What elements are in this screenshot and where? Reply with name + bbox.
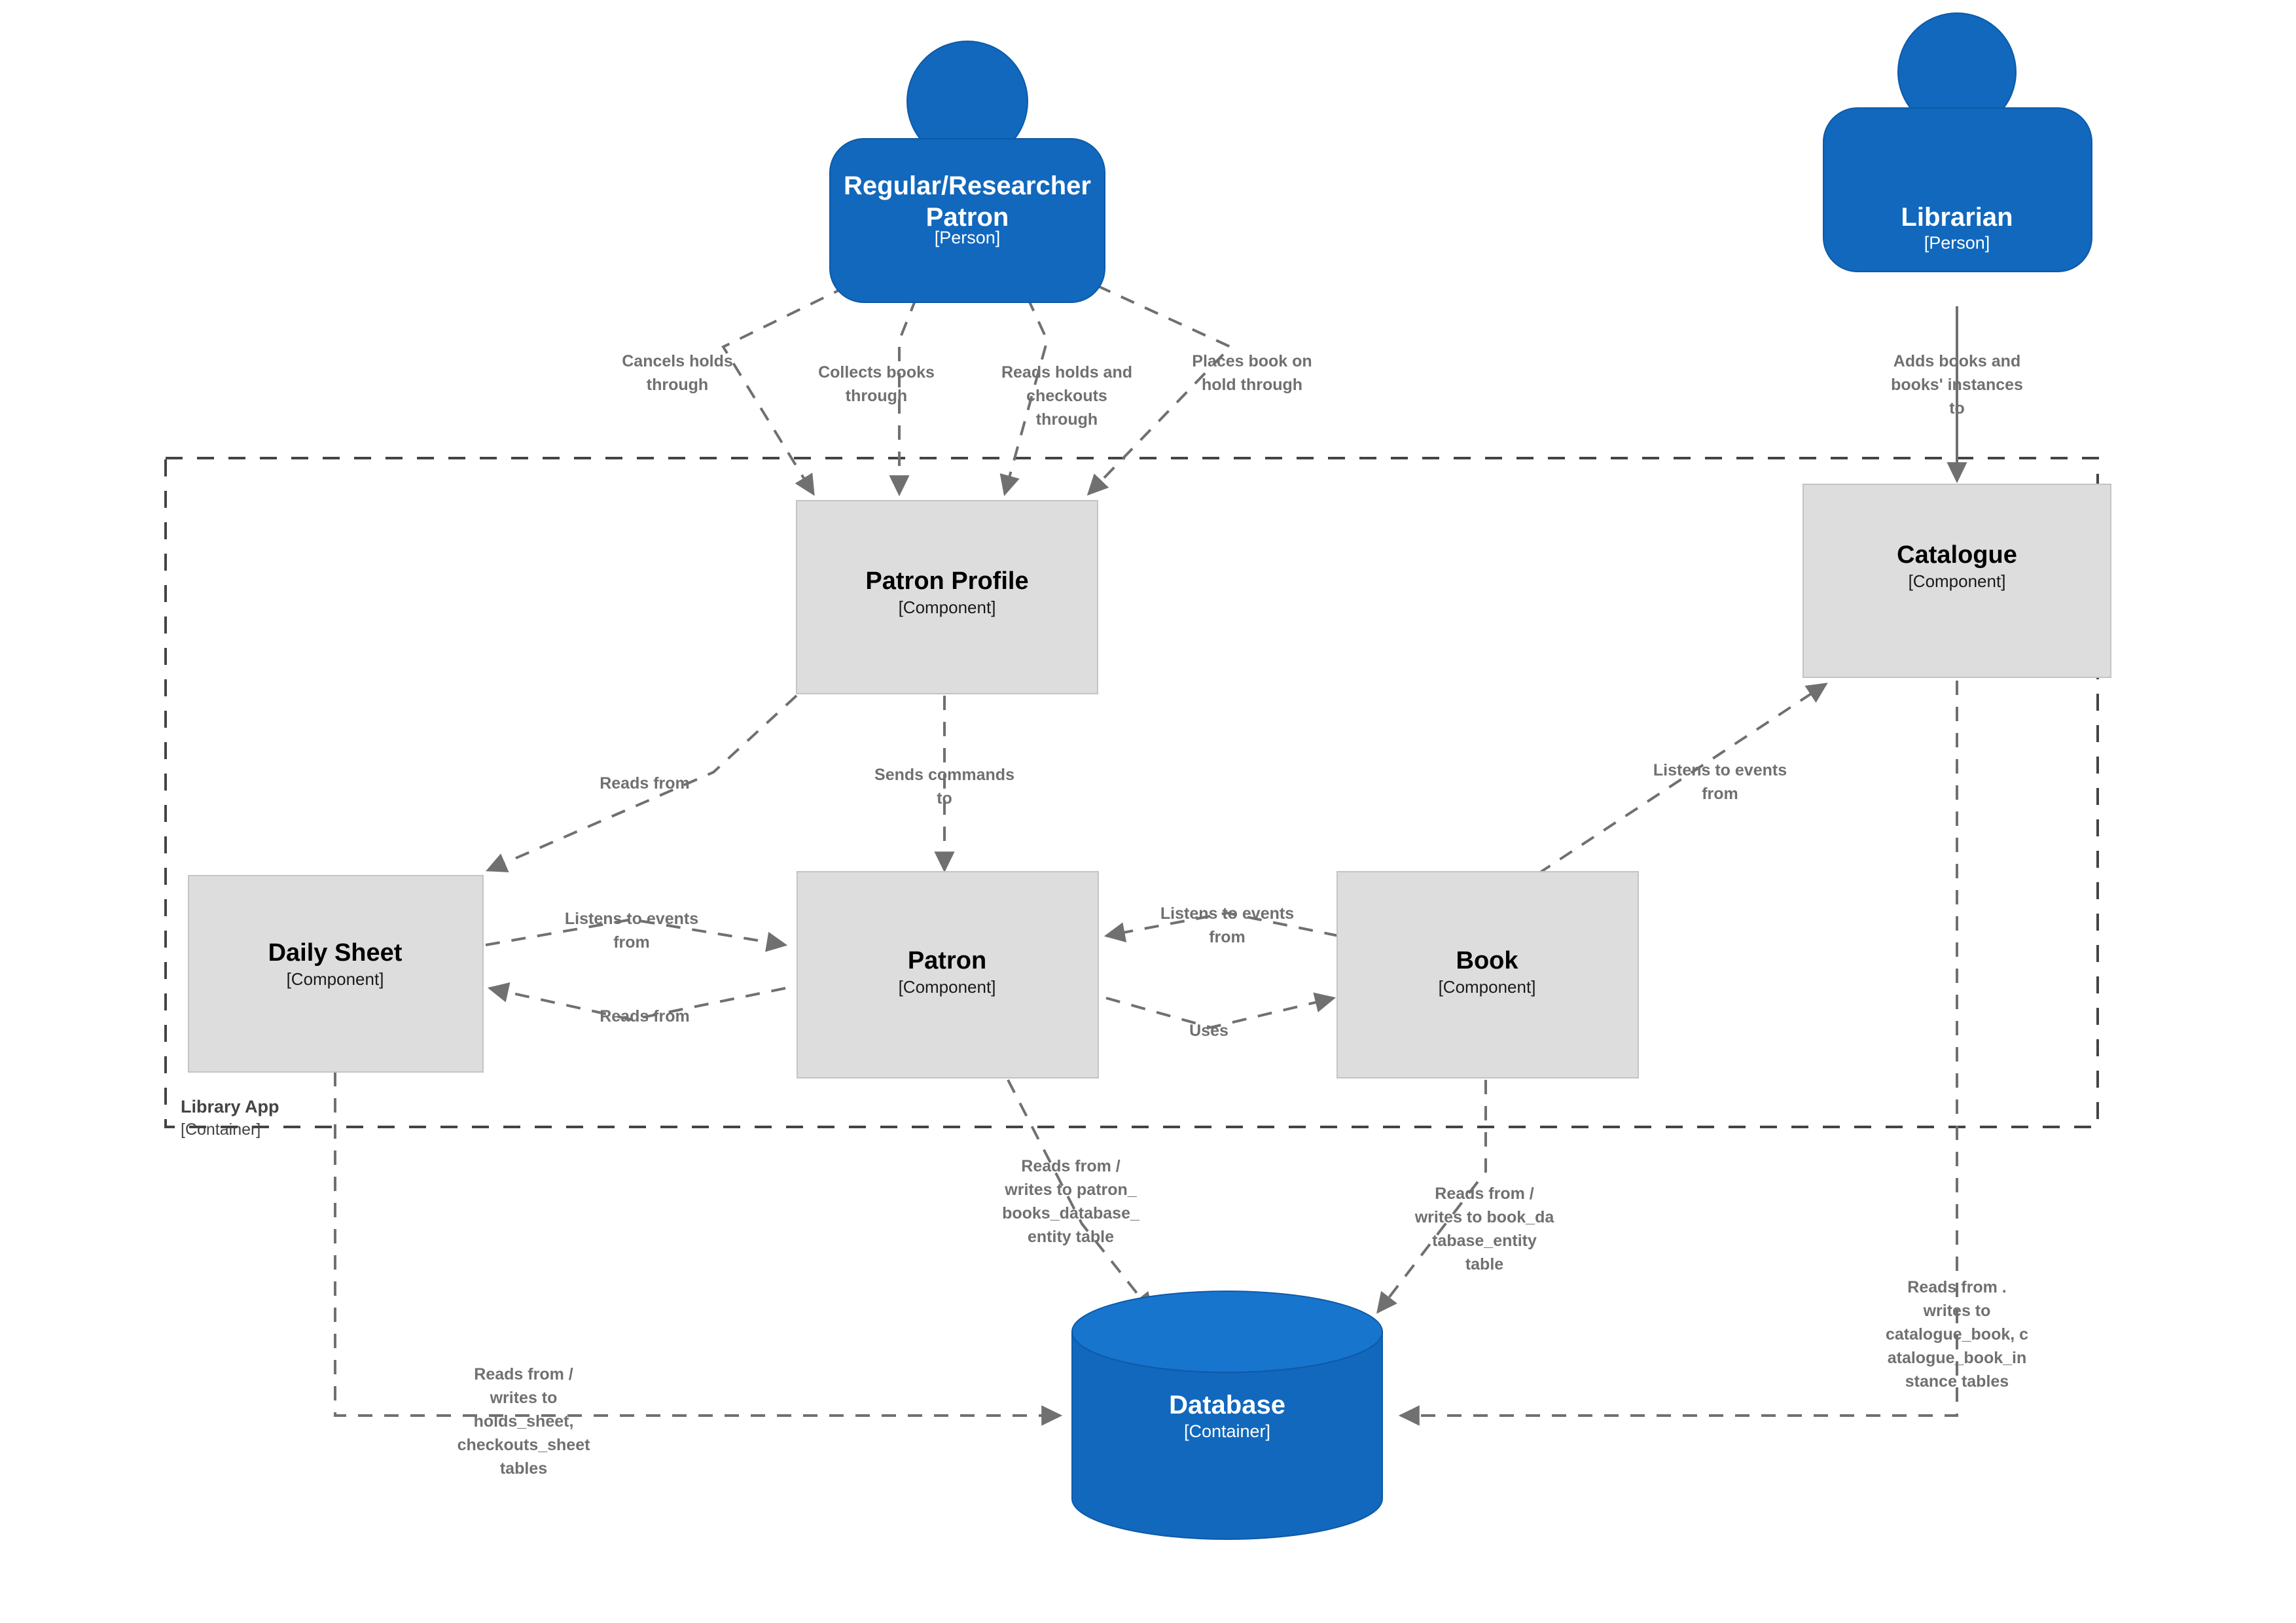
- rel-profile-sends-commands: Sends commands to: [874, 696, 1014, 873]
- librarian-type: [Person]: [1924, 233, 1990, 253]
- rel-sends-commands-label-l1: Sends commands: [874, 766, 1014, 784]
- rel-profile-reads-label: Reads from: [600, 774, 690, 793]
- rel-book-db-label-l4: table: [1465, 1255, 1503, 1274]
- patron-box: [797, 871, 1099, 1079]
- daily-sheet-name: Daily Sheet: [268, 939, 403, 967]
- rel-cancels-holds-label-l2: through: [647, 376, 708, 394]
- rel-places-book-label-l2: hold through: [1202, 376, 1302, 394]
- rel-patron-uses-book: Uses: [1105, 992, 1336, 1040]
- rel-adds-books-label-l1: Adds books and: [1893, 352, 2020, 370]
- patron-profile-box: [796, 500, 1098, 694]
- book-box: [1336, 871, 1639, 1079]
- database-cylinder-body: [1071, 1331, 1383, 1540]
- rel-ds-db-label-l1: Reads from /: [474, 1365, 573, 1383]
- rel-reads-holds-checkouts: Reads holds and checkouts through: [999, 297, 1132, 497]
- rel-cat-listens-label-l1: Listens to events: [1653, 761, 1787, 779]
- person-body-icon: [829, 138, 1105, 303]
- rel-patron-db-label-l3: books_database_: [1002, 1204, 1140, 1222]
- rel-collects-books-label-l1: Collects books: [818, 363, 935, 382]
- rel-patron-reads-daily-sheet: Reads from: [487, 982, 786, 1026]
- catalogue-box: [1803, 484, 2111, 678]
- rel-places-book-on-hold: Places book on hold through: [1073, 274, 1312, 496]
- catalogue-type: [Component]: [1909, 571, 2006, 591]
- rel-patron-db: Reads from / writes to patron_ books_dat…: [1002, 1079, 1153, 1314]
- component-patron[interactable]: Patron [Component]: [797, 871, 1099, 1079]
- rel-sends-commands-label-l2: to: [937, 789, 952, 808]
- rel-ds-db-label-l5: tables: [500, 1459, 547, 1478]
- rel-cat-db-label-l5: stance tables: [1905, 1372, 2009, 1391]
- catalogue-name: Catalogue: [1897, 541, 2017, 569]
- rel-cat-db-label-l2: writes to: [1923, 1302, 1991, 1320]
- rel-ds-listens-label-l1: Listens to events: [565, 910, 698, 928]
- library-app-boundary: Library App [Container]: [164, 457, 2099, 1139]
- rel-cat-listens-label-l2: from: [1702, 785, 1738, 803]
- rel-reads-holds-label-l2: checkouts: [1026, 387, 1107, 405]
- rel-daily-sheet-db: Reads from / writes to holds_sheet, chec…: [334, 1072, 1063, 1478]
- component-daily-sheet[interactable]: Daily Sheet [Component]: [188, 875, 484, 1073]
- book-name: Book: [1456, 947, 1519, 974]
- rel-patron-reads-label: Reads from: [600, 1007, 690, 1026]
- database-cylinder-top: [1071, 1291, 1383, 1373]
- rel-book-listens-label-l2: from: [1209, 928, 1246, 946]
- patron-profile-name: Patron Profile: [865, 567, 1028, 595]
- patron-type: [Component]: [899, 977, 996, 997]
- person-type: [Person]: [935, 228, 1001, 247]
- boundary-subtitle: [Container]: [181, 1120, 260, 1139]
- component-book[interactable]: Book [Component]: [1336, 871, 1639, 1079]
- rel-cancels-holds: Cancels holds through: [622, 274, 871, 496]
- database-type: [Container]: [1184, 1421, 1270, 1441]
- rel-book-listens-label-l1: Listens to events: [1160, 904, 1294, 923]
- rel-daily-sheet-listens-patron: Listens to events from: [485, 910, 788, 952]
- rel-ds-db-label-l2: writes to: [490, 1389, 558, 1407]
- book-type: [Component]: [1439, 977, 1536, 997]
- rel-catalogue-listens-book: Listens to events from: [1537, 683, 1828, 875]
- rel-adds-books-label-l2: books' instances: [1891, 376, 2023, 394]
- rel-patron-db-label-l1: Reads from /: [1021, 1157, 1120, 1175]
- person-librarian[interactable]: Librarian [Person]: [1823, 12, 2092, 272]
- rel-book-db-label-l2: writes to book_da: [1414, 1208, 1555, 1226]
- librarian-name: Librarian: [1901, 203, 2013, 232]
- person-name-line2: Patron: [926, 203, 1009, 232]
- rel-places-book-label-l1: Places book on: [1192, 352, 1312, 370]
- rel-adds-books: Adds books and books' instances to: [1891, 306, 2023, 484]
- rel-book-db-label-l3: tabase_entity: [1432, 1232, 1537, 1250]
- rel-patron-db-label-l4: entity table: [1028, 1228, 1114, 1246]
- person-regular-researcher-patron[interactable]: Regular/Researcher Patron [Person]: [829, 41, 1105, 303]
- rel-reads-holds-label-l1: Reads holds and: [1001, 363, 1132, 382]
- rel-cat-db-label-l3: catalogue_book, c: [1886, 1325, 2028, 1344]
- person-name-line1: Regular/Researcher: [844, 171, 1091, 200]
- rel-cat-db-label-l4: atalogue_book_in: [1888, 1349, 2027, 1367]
- librarian-body-icon: [1823, 107, 2092, 272]
- rel-ds-db-label-l4: checkouts_sheet: [457, 1436, 591, 1454]
- rel-adds-books-label-l3: to: [1949, 399, 1965, 418]
- component-patron-profile[interactable]: Patron Profile [Component]: [796, 500, 1098, 694]
- rel-book-db-label-l1: Reads from /: [1435, 1185, 1534, 1203]
- rel-collects-books: Collects books through: [818, 297, 935, 497]
- daily-sheet-box: [188, 875, 484, 1073]
- container-database[interactable]: Database [Container]: [1071, 1291, 1383, 1540]
- rel-patron-db-label-l2: writes to patron_: [1004, 1181, 1138, 1199]
- rel-cancels-holds-label-l1: Cancels holds: [622, 352, 733, 370]
- rel-reads-holds-label-l3: through: [1036, 410, 1098, 429]
- component-catalogue[interactable]: Catalogue [Component]: [1803, 484, 2111, 678]
- patron-profile-type: [Component]: [899, 597, 996, 617]
- patron-name: Patron: [908, 947, 986, 974]
- boundary-title: Library App: [181, 1097, 279, 1116]
- rel-ds-listens-label-l2: from: [613, 933, 650, 952]
- rel-book-listens-patron: Listens to events from: [1103, 904, 1339, 946]
- rel-ds-db-label-l3: holds_sheet,: [474, 1412, 574, 1431]
- daily-sheet-type: [Component]: [287, 969, 384, 989]
- rel-collects-books-label-l2: through: [846, 387, 907, 405]
- rel-uses-label: Uses: [1189, 1022, 1229, 1040]
- rel-catalogue-db: Reads from . writes to catalogue_book, c…: [1398, 681, 2028, 1426]
- database-name: Database: [1169, 1391, 1285, 1419]
- rel-cat-db-label-l1: Reads from .: [1907, 1278, 2006, 1296]
- rel-profile-reads-daily-sheet: Reads from: [486, 694, 798, 872]
- rel-book-db: Reads from / writes to book_da tabase_en…: [1376, 1080, 1555, 1314]
